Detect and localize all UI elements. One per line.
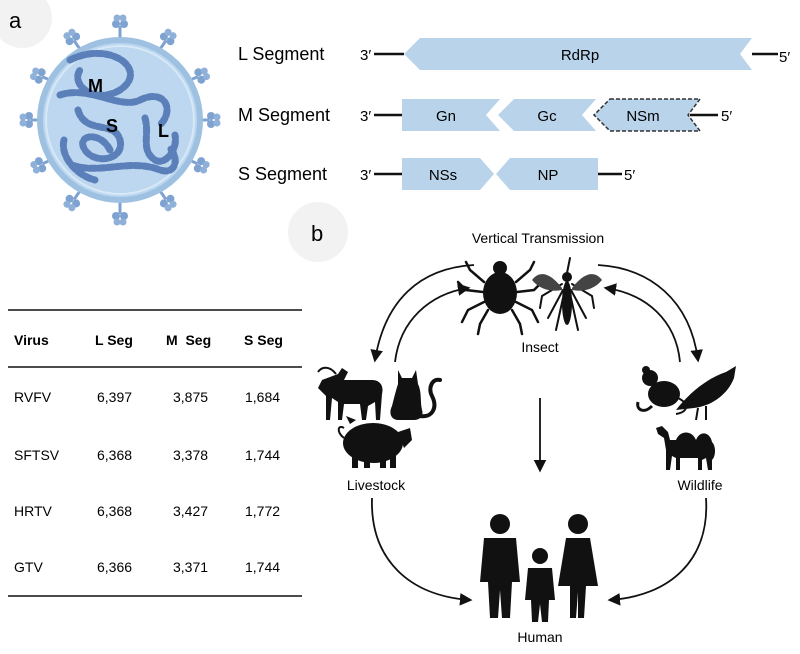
- panel-b-label-bg: [288, 202, 348, 262]
- human-family-icon: [480, 514, 598, 622]
- table-cell-s-seg: 1,772: [245, 503, 280, 519]
- table-row: SFTSV 6,368 3,378 1,744: [14, 447, 280, 463]
- gn-gene: [402, 99, 500, 131]
- camel-icon: [656, 426, 715, 470]
- gc-gene-label: Gc: [537, 108, 557, 125]
- table-cell-m-seg: 3,378: [173, 447, 208, 463]
- table-cell-m-seg: 3,427: [173, 503, 208, 519]
- arrow-wildlife-to-human: [607, 497, 708, 606]
- virion-envelope: [37, 37, 203, 203]
- panel-a-label: a: [9, 8, 22, 33]
- segment-length-table: Virus L Seg M Seg S Seg RVFV 6,397 3,875…: [8, 309, 302, 597]
- mosquito-icon: [532, 257, 602, 331]
- table-header-s-seg: S Seg: [244, 332, 283, 348]
- insect-label: Insect: [521, 339, 558, 355]
- bird-icon: [676, 366, 736, 421]
- livestock-label: Livestock: [347, 477, 406, 493]
- wildlife-label: Wildlife: [677, 477, 722, 493]
- table-cell-s-seg: 1,744: [245, 559, 280, 575]
- m-segment-row: M Segment 3′ Gn Gc NSm 5′: [238, 98, 732, 132]
- goat-icon: [317, 366, 383, 420]
- panel-b-label: b: [311, 221, 323, 246]
- pig-icon: [337, 416, 412, 468]
- arrow-livestock-to-insect: [394, 283, 471, 363]
- rdrp-gene: [404, 38, 752, 70]
- table-cell-virus: RVFV: [14, 389, 52, 405]
- table-header-m-seg: M Seg: [166, 332, 211, 348]
- nss-gene: [402, 158, 494, 190]
- table-cell-l-seg: 6,368: [97, 503, 132, 519]
- table-cell-l-seg: 6,368: [97, 447, 132, 463]
- nsm-gene: [592, 98, 702, 132]
- table-cell-virus: HRTV: [14, 503, 53, 519]
- virion-s-label: S: [106, 116, 118, 136]
- s-segment-name: S Segment: [238, 164, 327, 184]
- arrow-wildlife-to-insect: [603, 283, 681, 363]
- arrow-insect-to-livestock: [370, 264, 475, 363]
- table-row: HRTV 6,368 3,427 1,772: [14, 503, 280, 519]
- gn-gene-label: Gn: [436, 108, 456, 125]
- arrow-livestock-to-human: [371, 497, 473, 606]
- cat-icon: [390, 370, 442, 420]
- s-segment-3-end: 3′: [360, 167, 371, 184]
- gc-gene: [498, 99, 596, 131]
- table-cell-virus: GTV: [14, 559, 43, 575]
- np-gene-label: NP: [538, 167, 559, 184]
- table-cell-m-seg: 3,371: [173, 559, 208, 575]
- l-segment-5-end: 5′: [779, 49, 790, 66]
- l-segment-row: L Segment 3′ RdRp 5′: [238, 38, 790, 70]
- m-segment-5-end: 5′: [721, 108, 732, 125]
- table-header-l-seg: L Seg: [95, 332, 133, 348]
- human-label: Human: [517, 629, 562, 645]
- rdrp-gene-label: RdRp: [561, 47, 599, 64]
- table-cell-s-seg: 1,684: [245, 389, 280, 405]
- s-segment-5-end: 5′: [624, 167, 635, 184]
- m-segment-name: M Segment: [238, 105, 330, 125]
- panel-a-label-bg: [0, 0, 52, 48]
- table-row: RVFV 6,397 3,875 1,684: [14, 389, 280, 405]
- table-cell-l-seg: 6,397: [97, 389, 132, 405]
- np-gene: [496, 158, 598, 190]
- tick-icon: [456, 260, 544, 336]
- table-header-virus: Virus: [14, 332, 49, 348]
- virion-m-label: M: [88, 76, 103, 96]
- table-cell-m-seg: 3,875: [173, 389, 208, 405]
- m-segment-3-end: 3′: [360, 108, 371, 125]
- table-row: GTV 6,366 3,371 1,744: [14, 559, 280, 575]
- table-cell-l-seg: 6,366: [97, 559, 132, 575]
- arrow-insect-to-wildlife: [597, 264, 703, 363]
- l-segment-3-end: 3′: [360, 47, 371, 64]
- nsm-gene-label: NSm: [626, 108, 659, 125]
- s-segment-row: S Segment 3′ NSs NP 5′: [238, 158, 635, 190]
- vertical-transmission-title: Vertical Transmission: [472, 230, 604, 246]
- virion-l-label: L: [158, 121, 169, 141]
- rnp-strands: [56, 49, 179, 184]
- transmission-arrows: [370, 264, 708, 606]
- table-cell-s-seg: 1,744: [245, 447, 280, 463]
- nss-gene-label: NSs: [429, 167, 457, 184]
- virion-diagram: M S L: [18, 13, 222, 227]
- table-cell-virus: SFTSV: [14, 447, 60, 463]
- l-segment-name: L Segment: [238, 44, 324, 64]
